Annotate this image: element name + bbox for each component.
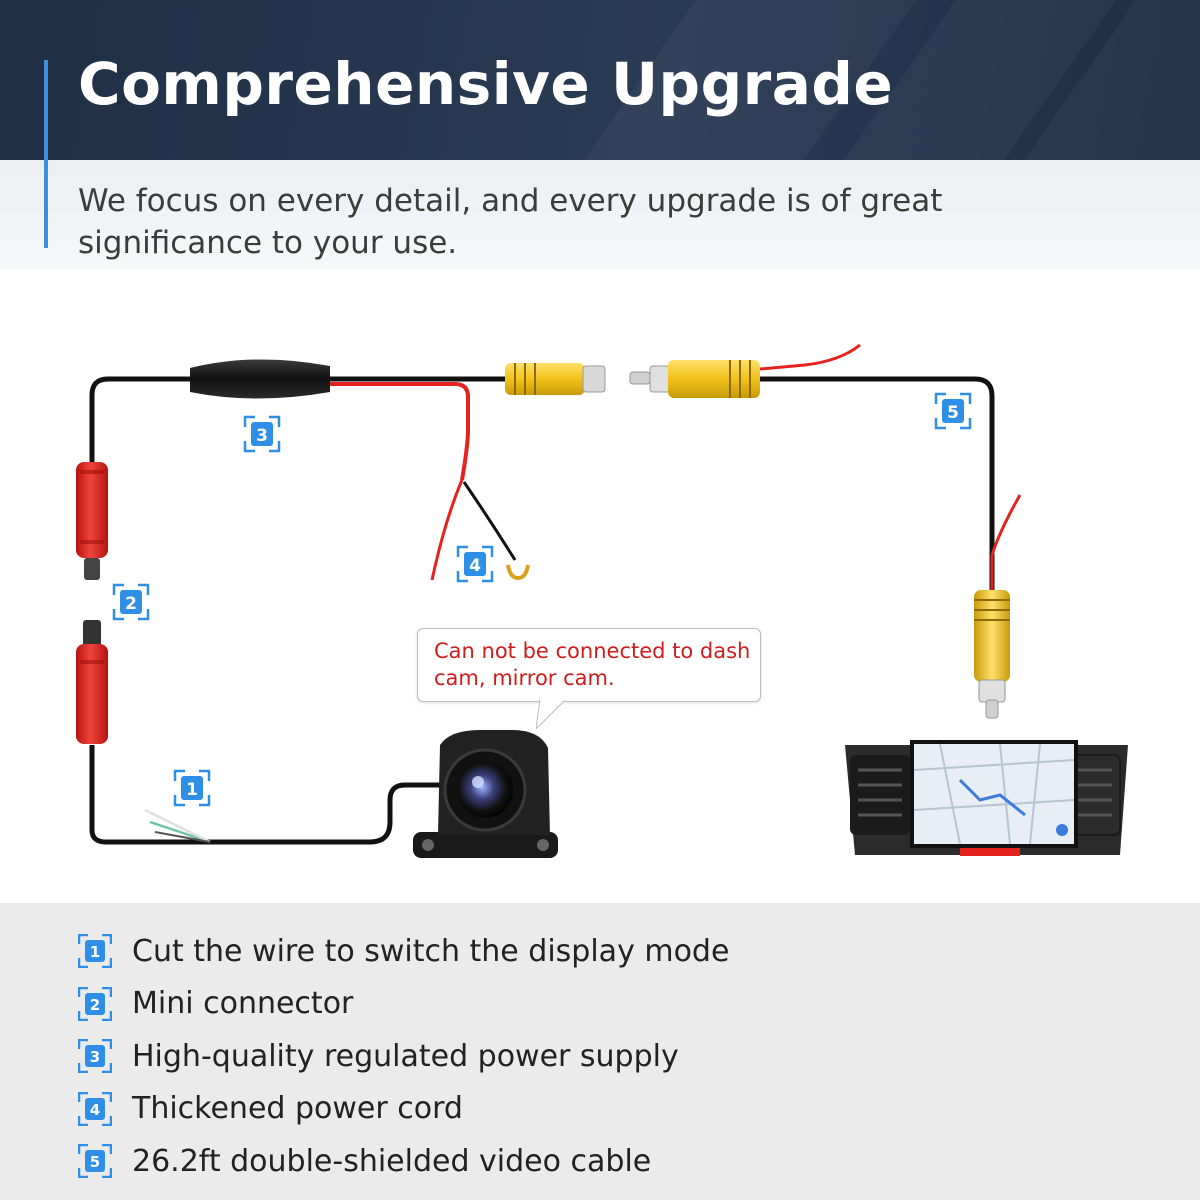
legend-text: Mini connector xyxy=(132,986,354,1022)
page-subtitle: We focus on every detail, and every upgr… xyxy=(78,183,943,261)
number-badge-4: 4 xyxy=(456,545,494,583)
camera-icon xyxy=(413,730,558,858)
wiring-diagram: 3 2 4 1 5 xyxy=(76,343,1128,858)
legend-text: Cut the wire to switch the display mode xyxy=(132,933,730,969)
callout-bubble: Can not be connected to dash cam, mirror… xyxy=(417,628,761,702)
number-badge-icon: 2 xyxy=(78,986,112,1021)
callout-text: Can not be connected to dash cam, mirror… xyxy=(434,639,751,690)
number-badge-2: 2 xyxy=(112,583,150,621)
power-cord xyxy=(320,382,530,581)
legend-number: 2 xyxy=(90,996,100,1014)
legend-item: 2 Mini connector xyxy=(78,978,729,1031)
callout-tail xyxy=(536,699,567,729)
number-badge-5: 5 xyxy=(934,392,972,430)
badge-number: 4 xyxy=(469,556,481,576)
display-mode-wires xyxy=(144,808,211,844)
legend-panel: 1 Cut the wire to switch the display mod… xyxy=(0,903,1200,1200)
subtitle-band xyxy=(0,160,1200,270)
video-cable xyxy=(89,376,995,845)
legend-list: 1 Cut the wire to switch the display mod… xyxy=(78,925,729,1188)
badge-number: 5 xyxy=(947,403,959,423)
legend-text: 26.2ft double-shielded video cable xyxy=(132,1143,652,1179)
badge-number: 1 xyxy=(186,780,198,800)
number-badge-icon: 5 xyxy=(78,1144,112,1179)
number-badge-1: 1 xyxy=(173,769,211,807)
legend-number: 1 xyxy=(90,943,100,961)
legend-item: 1 Cut the wire to switch the display mod… xyxy=(78,925,729,978)
number-badge-3: 3 xyxy=(243,415,281,453)
mini-connector xyxy=(76,462,108,744)
number-badge-icon: 3 xyxy=(78,1039,112,1074)
header-banner xyxy=(0,0,1200,160)
rca-connector-icon xyxy=(629,360,760,398)
rca-connector-icon xyxy=(505,363,606,395)
rca-connector-icon xyxy=(974,590,1010,719)
badge-number: 2 xyxy=(125,594,137,614)
legend-number: 4 xyxy=(90,1101,100,1119)
number-badge-icon: 4 xyxy=(78,1091,112,1126)
accent-bar xyxy=(44,60,48,248)
legend-number: 3 xyxy=(90,1048,100,1066)
legend-item: 3 High-quality regulated power supply xyxy=(78,1030,729,1083)
power-box-icon xyxy=(190,359,330,399)
legend-item: 5 26.2ft double-shielded video cable xyxy=(78,1135,729,1188)
number-badge-icon: 1 xyxy=(78,934,112,969)
car-stereo-icon xyxy=(845,740,1128,856)
badge-number: 3 xyxy=(256,426,268,446)
legend-text: Thickened power cord xyxy=(132,1091,463,1127)
page-title: Comprehensive Upgrade xyxy=(78,50,894,118)
legend-number: 5 xyxy=(90,1153,100,1171)
legend-text: High-quality regulated power supply xyxy=(132,1038,679,1074)
trigger-wire xyxy=(759,343,1022,590)
legend-item: 4 Thickened power cord xyxy=(78,1083,729,1136)
